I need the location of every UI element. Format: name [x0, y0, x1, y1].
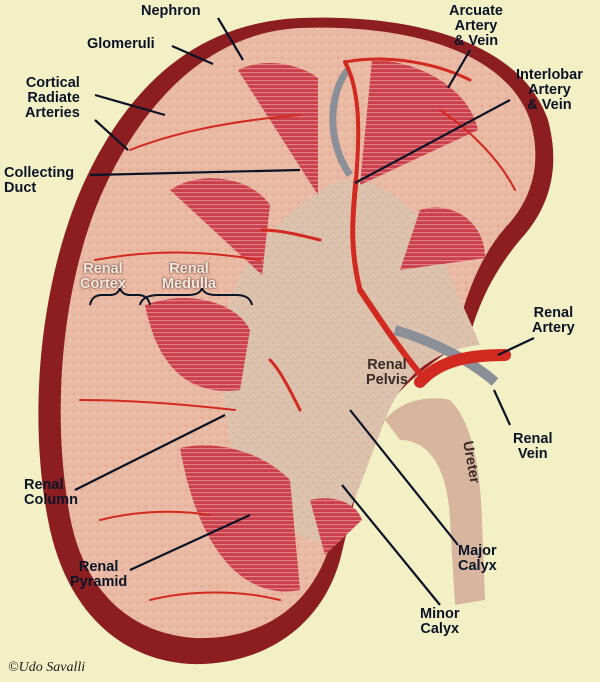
label-renal-artery: Renal Artery: [532, 305, 575, 336]
label-major-calyx: Major Calyx: [458, 543, 497, 574]
label-renal-pyramid: Renal Pyramid: [70, 559, 128, 590]
label-minor-calyx: Minor Calyx: [420, 606, 460, 637]
label-renal-pelvis: Renal Pelvis: [366, 357, 408, 388]
renal-sinus: [222, 179, 480, 545]
copyright-credit: ©Udo Savalli: [8, 660, 86, 675]
label-glomeruli: Glomeruli: [87, 36, 155, 52]
vein-renal: [393, 325, 499, 386]
medulla-brace: [139, 284, 253, 306]
label-arcuate-artery-vein: Arcuate Artery & Vein: [449, 3, 503, 49]
pointer-lines: [74, 17, 535, 606]
pyramid-4: [400, 207, 485, 270]
vein-arcuate: [329, 67, 353, 178]
pyramid-5: [145, 298, 250, 391]
label-renal-column: Renal Column: [24, 477, 78, 508]
pyramid-2: [360, 60, 478, 185]
label-nephron: Nephron: [141, 3, 201, 19]
label-interlobar-artery-vein: Interlobar Artery & Vein: [516, 67, 583, 113]
cortex-brace: [89, 284, 151, 306]
pyramid-7: [310, 498, 362, 555]
label-cortical-radiate-arteries: Cortical Radiate Arteries: [25, 75, 80, 121]
pyramid-1: [238, 63, 318, 195]
label-renal-medulla: Renal Medulla: [162, 261, 216, 292]
artery-network: [79, 57, 516, 601]
label-collecting-duct: Collecting Duct: [4, 165, 75, 196]
ureter: [385, 398, 485, 605]
pyramid-3: [170, 178, 270, 275]
label-renal-cortex: Renal Cortex: [80, 261, 126, 292]
label-renal-vein: Renal Vein: [513, 431, 553, 462]
